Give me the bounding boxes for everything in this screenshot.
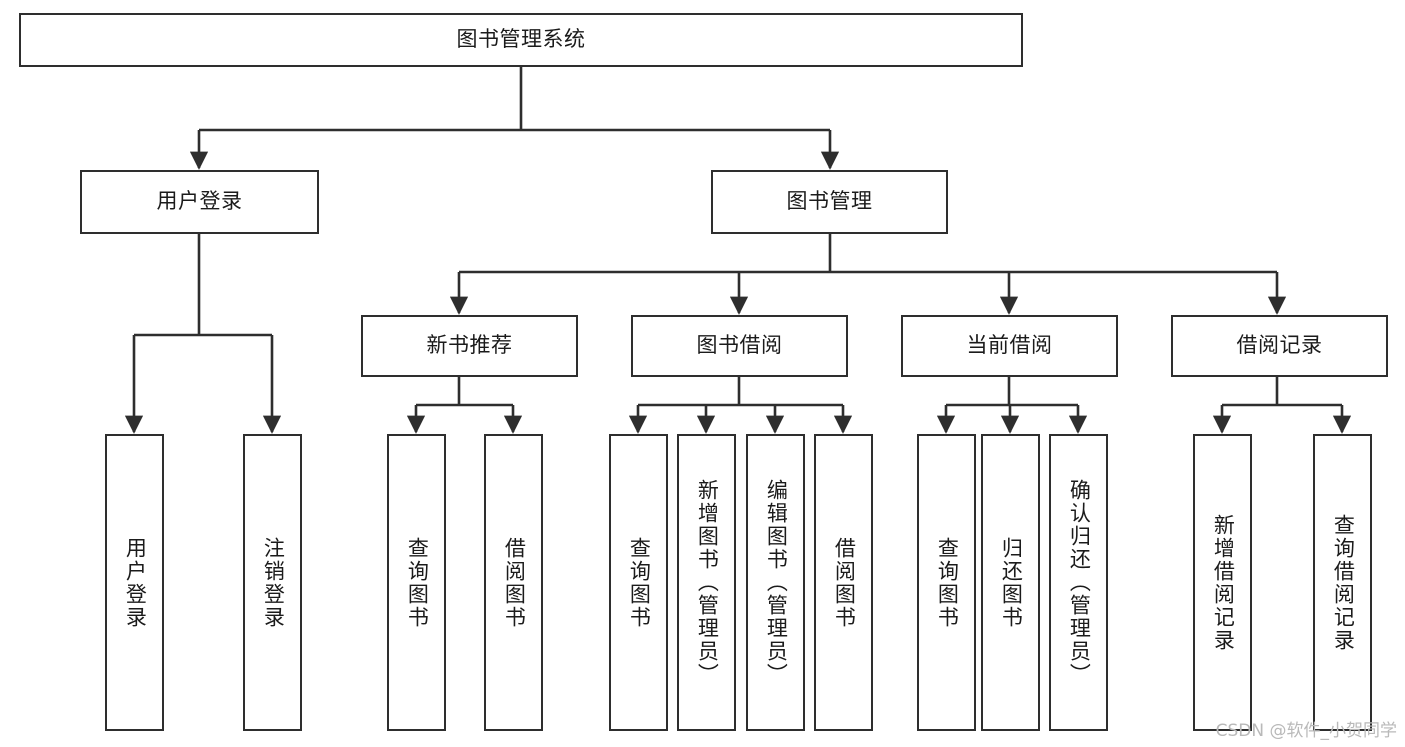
node-book-management[interactable]: 图书管理 xyxy=(711,170,948,234)
leaf-borrow-book-borrowing[interactable]: 借阅图书 xyxy=(814,434,873,731)
leaf-query-book-borrowing-label: 查询图书 xyxy=(627,536,652,629)
node-new-book-recommendation-label: 新书推荐 xyxy=(426,333,513,358)
leaf-add-borrowing-record-label: 新增借阅记录 xyxy=(1211,513,1236,652)
leaf-query-book-borrowing[interactable]: 查询图书 xyxy=(609,434,668,731)
leaf-confirm-return-admin-label: 确认归还（管理员） xyxy=(1067,479,1092,686)
node-book-management-label: 图书管理 xyxy=(786,189,873,214)
leaf-user-login[interactable]: 用户登录 xyxy=(105,434,164,731)
node-borrowing-record[interactable]: 借阅记录 xyxy=(1171,315,1388,377)
leaf-borrow-book-recommendation[interactable]: 借阅图书 xyxy=(484,434,543,731)
leaf-query-book-current-label: 查询图书 xyxy=(935,536,960,629)
node-new-book-recommendation[interactable]: 新书推荐 xyxy=(361,315,578,377)
leaf-logout-label: 注销登录 xyxy=(261,536,286,629)
leaf-borrow-book-borrowing-label: 借阅图书 xyxy=(832,536,857,629)
leaf-confirm-return-admin[interactable]: 确认归还（管理员） xyxy=(1049,434,1108,731)
leaf-query-book-recommendation-label: 查询图书 xyxy=(405,536,430,629)
node-book-borrowing-label: 图书借阅 xyxy=(696,333,783,358)
node-root[interactable]: 图书管理系统 xyxy=(19,13,1023,67)
leaf-query-book-current[interactable]: 查询图书 xyxy=(917,434,976,731)
leaf-add-book-admin[interactable]: 新增图书（管理员） xyxy=(677,434,736,731)
node-borrowing-record-label: 借阅记录 xyxy=(1236,333,1323,358)
leaf-return-book-label: 归还图书 xyxy=(999,536,1024,629)
leaf-add-book-admin-label: 新增图书（管理员） xyxy=(695,479,720,686)
leaf-return-book[interactable]: 归还图书 xyxy=(981,434,1040,731)
leaf-query-borrowing-record[interactable]: 查询借阅记录 xyxy=(1313,434,1372,731)
node-user-login-label: 用户登录 xyxy=(156,189,243,214)
leaf-query-borrowing-record-label: 查询借阅记录 xyxy=(1331,513,1356,652)
leaf-logout[interactable]: 注销登录 xyxy=(243,434,302,731)
node-user-login[interactable]: 用户登录 xyxy=(80,170,319,234)
node-root-label: 图书管理系统 xyxy=(456,27,586,52)
leaf-user-login-label: 用户登录 xyxy=(123,536,148,629)
leaf-add-borrowing-record[interactable]: 新增借阅记录 xyxy=(1193,434,1252,731)
leaf-edit-book-admin-label: 编辑图书（管理员） xyxy=(764,479,789,686)
watermark-text: CSDN @软件_小贺同学 xyxy=(1215,721,1397,741)
node-current-borrowing[interactable]: 当前借阅 xyxy=(901,315,1118,377)
leaf-query-book-recommendation[interactable]: 查询图书 xyxy=(387,434,446,731)
leaf-edit-book-admin[interactable]: 编辑图书（管理员） xyxy=(746,434,805,731)
leaf-borrow-book-recommendation-label: 借阅图书 xyxy=(502,536,527,629)
node-current-borrowing-label: 当前借阅 xyxy=(966,333,1053,358)
node-book-borrowing[interactable]: 图书借阅 xyxy=(631,315,848,377)
